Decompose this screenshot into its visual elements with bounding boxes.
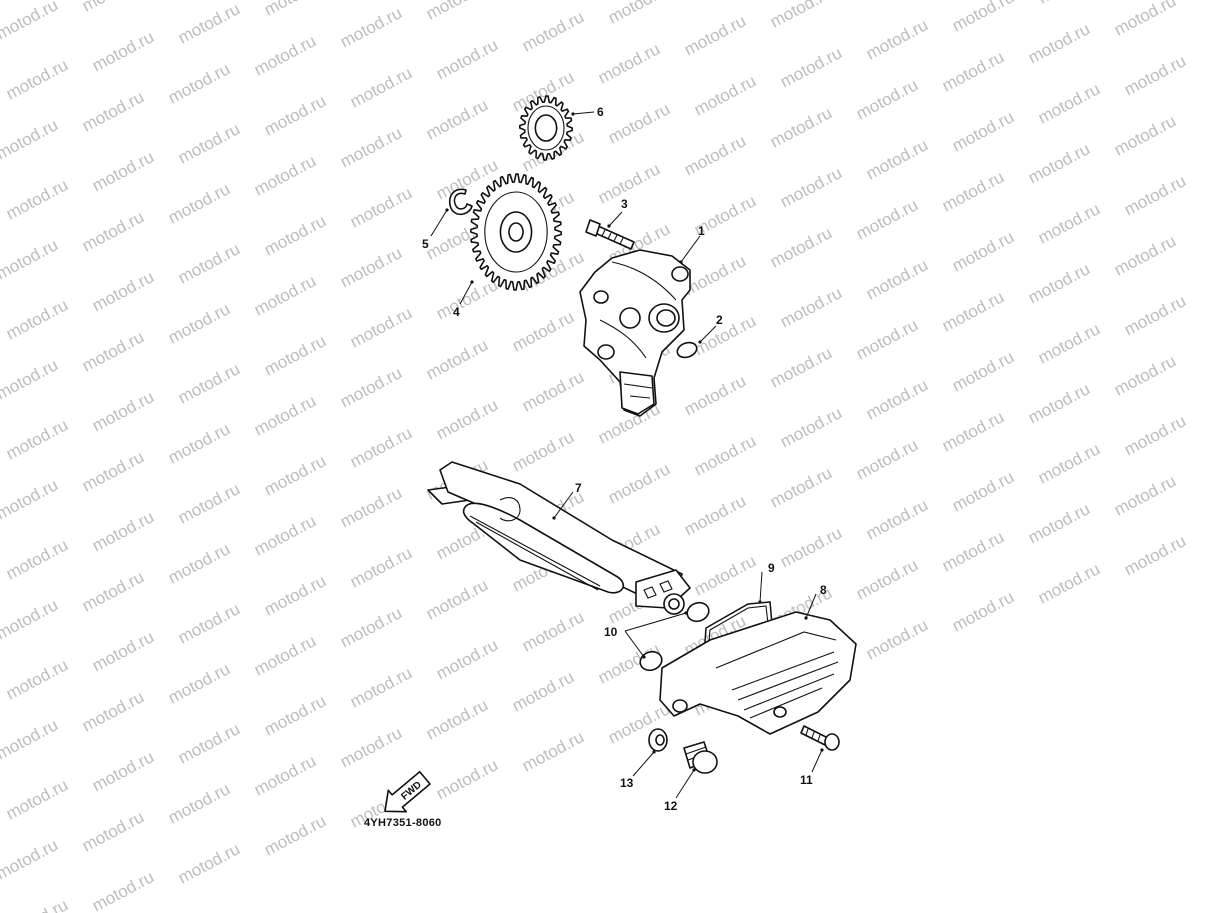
- part-12-drain-plug: [683, 741, 718, 774]
- callout-7: 7: [575, 481, 582, 495]
- part-2-o-ring: [676, 341, 698, 359]
- callout-2: 2: [716, 313, 723, 327]
- callout-10: 10: [604, 625, 618, 639]
- callout-13: 13: [620, 776, 634, 790]
- part-11-bolt: [800, 725, 840, 751]
- part-1-oil-pump: [579, 249, 691, 417]
- gear-4-ring: [484, 191, 548, 273]
- part-3-bolt: [585, 219, 635, 250]
- callout-labels: 6 1 2 3 4 5 7 9 8 10 11 12 13: [422, 105, 827, 813]
- callout-6: 6: [597, 105, 604, 119]
- callout-3: 3: [621, 197, 628, 211]
- part-5-circlip: [448, 188, 473, 216]
- fwd-arrow: FWD: [384, 770, 431, 813]
- part-6-drive-gear: [519, 95, 573, 161]
- gear-6-ring: [527, 105, 565, 151]
- part-7-oil-strainer: [427, 461, 691, 615]
- part-10-o-rings: [639, 601, 710, 672]
- part-13-washer: [648, 728, 668, 752]
- leader-lines: [430, 111, 824, 799]
- callout-8: 8: [820, 583, 827, 597]
- callout-4: 4: [453, 305, 460, 319]
- gear-4-ring: [508, 222, 524, 242]
- callout-1: 1: [698, 224, 705, 238]
- callout-12: 12: [664, 799, 678, 813]
- drawing-code: 4YH7351-8060: [364, 817, 442, 829]
- callout-5: 5: [422, 237, 429, 251]
- callout-9: 9: [768, 561, 775, 575]
- part-8-strainer-cover: [659, 611, 857, 735]
- callout-11: 11: [800, 773, 813, 787]
- part-4-pump-gear: [470, 173, 562, 291]
- gear-6-ring: [534, 114, 558, 142]
